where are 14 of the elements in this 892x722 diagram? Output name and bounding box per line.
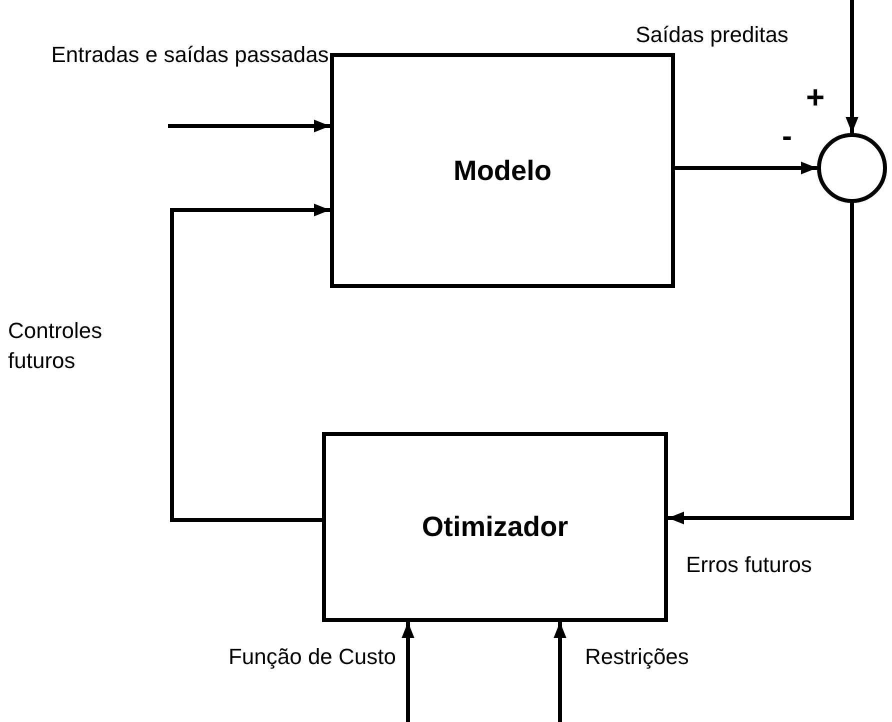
process-box bbox=[330, 53, 675, 288]
arrow bbox=[846, 0, 858, 133]
signal-label: Saídas preditas bbox=[634, 21, 790, 49]
process-box bbox=[322, 432, 668, 622]
arrow bbox=[402, 622, 414, 722]
arrow bbox=[554, 622, 566, 722]
arrow bbox=[168, 120, 330, 132]
box-title: Modelo bbox=[454, 154, 552, 188]
plus-sign: + bbox=[806, 82, 825, 112]
arrow bbox=[675, 162, 817, 174]
arrow bbox=[170, 204, 330, 522]
box-title: Otimizador bbox=[422, 510, 568, 544]
minus-sign: - bbox=[782, 122, 792, 152]
arrow bbox=[668, 203, 854, 524]
